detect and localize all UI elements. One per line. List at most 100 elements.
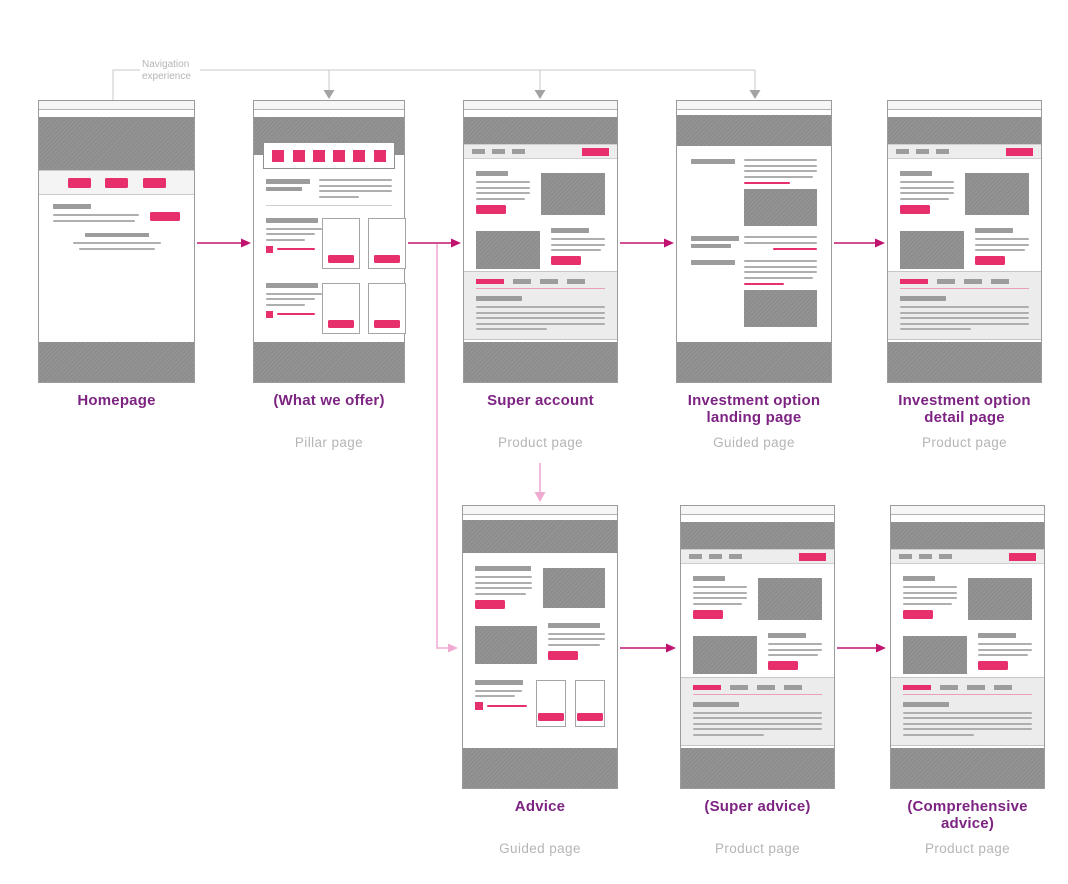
link-placeholder [277, 312, 315, 316]
image-column [475, 623, 537, 664]
cta-button-placeholder [799, 552, 826, 561]
nav-item-placeholder [492, 149, 505, 154]
text-line-placeholder [975, 238, 1029, 240]
heading-placeholder [978, 633, 1016, 638]
page-type-label: Pillar page [294, 435, 364, 450]
hero-image-placeholder [681, 522, 834, 549]
image-column [543, 566, 605, 609]
tab-section [464, 271, 617, 340]
wireframe-page [462, 505, 618, 789]
nav-item-placeholder [919, 554, 932, 559]
button-placeholder [693, 609, 723, 619]
body-column [744, 260, 817, 327]
tile-placeholder [272, 149, 285, 162]
feature-row [903, 633, 1032, 674]
image-column [900, 228, 964, 269]
text-line-placeholder [53, 214, 139, 216]
text-line-placeholder [693, 711, 822, 714]
browser-bar [463, 506, 617, 515]
hero-image-placeholder [677, 115, 831, 146]
tab-placeholder [964, 279, 982, 284]
wireframe-page [887, 100, 1042, 383]
text-line-placeholder [476, 306, 605, 308]
link-row [475, 702, 527, 710]
image-placeholder [758, 578, 822, 620]
nav-item-placeholder [709, 554, 722, 559]
text-line-placeholder [548, 638, 605, 640]
node-caption: (Comprehensive advice) Product page [893, 798, 1043, 856]
text-line-placeholder [744, 276, 813, 279]
nav-item-placeholder [689, 554, 702, 559]
button-placeholder [900, 204, 930, 214]
pillar-page-thumbnail [253, 100, 406, 383]
text-line-placeholder [903, 728, 1032, 730]
heading-placeholder [900, 296, 946, 301]
tile-placeholder [292, 149, 305, 162]
cta-button-placeholder [582, 147, 609, 156]
wireframe-page [676, 100, 832, 383]
text-line-placeholder [266, 233, 316, 235]
text-line-placeholder [693, 597, 747, 599]
browser-bar [681, 506, 834, 515]
text-line-placeholder [903, 597, 957, 599]
text-line-placeholder [768, 654, 818, 656]
text-column [266, 217, 322, 269]
button-placeholder [476, 204, 506, 214]
tab-bar [903, 684, 1032, 690]
node-investment-option-landing: Investment option landing page Guided pa… [676, 100, 832, 450]
image-placeholder [541, 173, 605, 215]
text-line-placeholder [475, 695, 515, 697]
active-tab-placeholder [903, 684, 931, 690]
image-placeholder [900, 231, 964, 269]
homepage-thumbnail [38, 100, 195, 383]
text-line-placeholder [266, 298, 316, 300]
cta-button-placeholder [67, 177, 91, 188]
button-placeholder [374, 319, 400, 328]
tab-placeholder [730, 684, 748, 690]
link-row [266, 310, 322, 318]
bullet-icon [266, 245, 273, 253]
button-placeholder [975, 256, 1005, 265]
wireframe-page [38, 100, 195, 383]
node-caption: Homepage [42, 392, 192, 435]
arrow-right-icon [664, 238, 674, 248]
arrow-down-icon [534, 90, 546, 99]
header-strip [39, 110, 194, 117]
text-line-placeholder [475, 581, 532, 584]
header-strip [464, 110, 617, 117]
text-line-placeholder [903, 722, 1032, 725]
guided-page-thumbnail [676, 100, 832, 383]
page-type-label: Product page [714, 841, 801, 856]
feature-row [900, 171, 1029, 215]
text-line-placeholder [693, 728, 822, 730]
text-line-placeholder [903, 733, 974, 736]
heading-placeholder [900, 171, 933, 176]
page-title: (What we offer) [273, 392, 385, 409]
guided-section [691, 260, 817, 327]
header-strip [888, 110, 1041, 117]
tab-bar [693, 684, 822, 690]
heading-placeholder [768, 633, 806, 638]
tab-placeholder [967, 684, 985, 690]
text-line-placeholder [744, 265, 817, 268]
browser-bar [888, 101, 1041, 110]
page-title: Investment option landing page [687, 392, 821, 426]
tab-section [681, 676, 834, 746]
arrow-down-icon [323, 90, 335, 99]
heading-placeholder [551, 228, 589, 233]
heading-placeholder [475, 566, 531, 571]
text-line-placeholder [744, 164, 817, 167]
browser-bar [464, 101, 617, 110]
heading-placeholder [693, 576, 726, 581]
text-line-placeholder [744, 175, 813, 178]
wireframe-page [680, 505, 835, 789]
text-line-placeholder [903, 586, 957, 588]
text-line-placeholder [266, 238, 306, 241]
paragraph-column [319, 179, 392, 198]
text-line-placeholder [900, 317, 1029, 319]
text-line-placeholder [693, 722, 822, 725]
text-line-placeholder [693, 717, 822, 719]
text-line-placeholder [900, 181, 954, 183]
